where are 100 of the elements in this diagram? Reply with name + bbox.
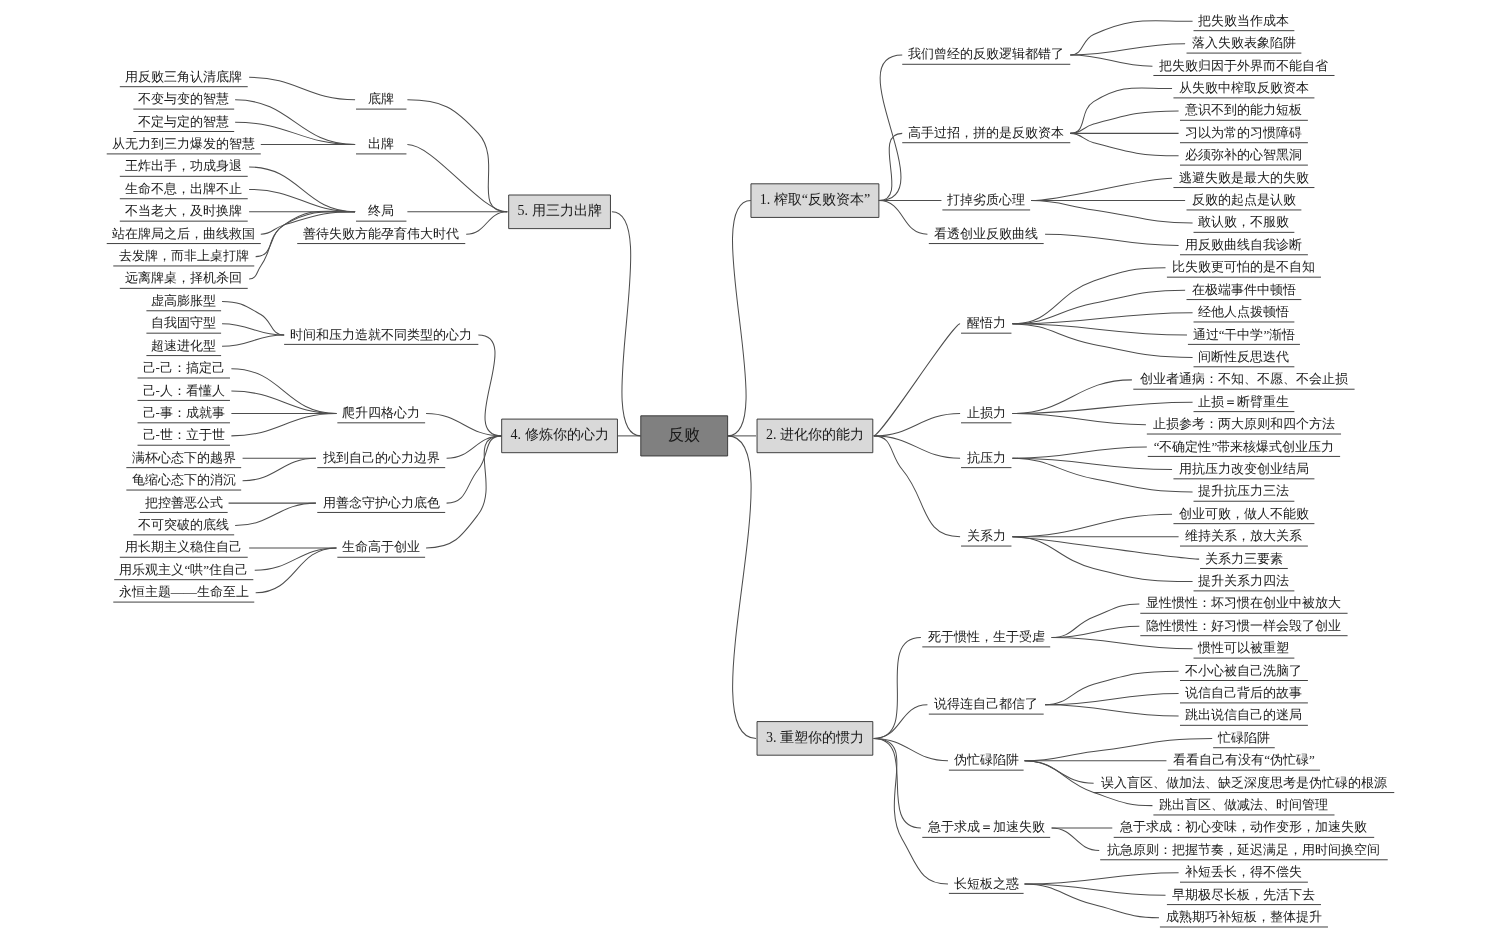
node-text: 惯性可以被重塑	[1197, 640, 1289, 656]
node-text: 敢认败，不服败	[1197, 214, 1289, 230]
connector	[726, 435, 757, 739]
node-text: 满杯心态下的越界	[131, 449, 236, 465]
connector	[230, 412, 337, 437]
node-text: 说信自己背后的故事	[1184, 685, 1302, 701]
node-box: 1. 榨取“反败资本”	[750, 183, 879, 218]
node-box: 3. 重塑你的惯力	[756, 721, 873, 756]
node-text: 站在牌局之后，曲线救国	[111, 225, 255, 241]
connector	[1023, 760, 1153, 807]
node-text: 关系力三要素	[1204, 550, 1283, 566]
node-text: 说得连自己都信了	[933, 696, 1038, 712]
node-text: 时间和压力造就不同类型的心力	[289, 326, 472, 342]
connector	[1011, 412, 1146, 426]
connector	[1069, 132, 1179, 157]
node-text: 己-事：成就事	[142, 404, 225, 420]
node-text: 己-人：看懂人	[142, 382, 225, 398]
connector	[221, 323, 285, 336]
node-text: 通过“干中学”渐悟	[1192, 326, 1295, 342]
node-text: 从失败中榨取反败资本	[1178, 80, 1309, 96]
node-text: 经他人点拨顿悟	[1197, 304, 1289, 320]
node-text: 生命不息，出牌不止	[124, 180, 242, 196]
node-text: 从无力到三力爆发的智慧	[111, 136, 255, 152]
connector	[248, 76, 356, 101]
node-text: 用长期主义稳住自己	[124, 539, 242, 555]
node-text: 意识不到的能力短板	[1184, 102, 1302, 118]
node-text: 跳出盲区、做减法、时间管理	[1158, 797, 1328, 813]
node-text: 去发牌，而非上桌打牌	[118, 248, 249, 264]
connector	[872, 737, 948, 885]
node-text: 把控善恶公式	[144, 494, 223, 510]
node-text: 习以为常的习惯障碍	[1184, 124, 1302, 140]
node-text: 用反败曲线自我诊断	[1184, 236, 1302, 252]
node-text: 不可突破的底线	[137, 516, 229, 532]
node-text: 龟缩心态下的消沉	[131, 472, 236, 488]
node-text: 跳出说信自己的迷局	[1184, 707, 1302, 723]
node-text: 比失败更可怕的是不自知	[1171, 259, 1315, 275]
node-text: 看透创业反败曲线	[933, 225, 1038, 241]
node-text: 找到自己的心力边界	[322, 449, 440, 465]
node-text: 维持关系，放大关系	[1184, 528, 1302, 544]
node-text: 把失败当作成本	[1197, 12, 1289, 28]
connector	[227, 502, 316, 504]
node-text: “不确定性”带来核爆式创业压力	[1153, 438, 1334, 454]
node-text: 抗急原则：把握节奏，延迟满足，用时间换空间	[1106, 841, 1380, 857]
node-text: 醒悟力	[966, 315, 1006, 331]
node-text: 远离牌桌，择机杀回	[124, 270, 242, 286]
connector	[1011, 457, 1193, 493]
node-text: 永恒主题——生命至上	[118, 584, 249, 600]
connector	[872, 323, 961, 437]
node-text: 用抗压力改变创业结局	[1178, 460, 1309, 476]
connector	[1030, 200, 1193, 224]
connector	[234, 99, 356, 146]
node-text: 看看自己有没有“伪忙碌”	[1172, 752, 1315, 768]
node-box: 2. 进化你的能力	[756, 418, 873, 454]
node-text: 我们曾经的反败逻辑都错了	[907, 46, 1064, 62]
node-text: 己-世：立于世	[142, 427, 225, 443]
node-text: 反败的起点是认败	[1191, 192, 1296, 208]
node-text: 止损参考：两大原则和四个方法	[1152, 416, 1335, 432]
connector	[234, 502, 316, 527]
connector	[1044, 704, 1179, 717]
connector	[1011, 323, 1193, 358]
node-text: 逃避失败是最大的失败	[1178, 169, 1309, 185]
node-text: 不小心被自己洗脑了	[1184, 662, 1302, 678]
node-text: 用乐观主义“哄”住自己	[118, 561, 248, 577]
connector	[1023, 883, 1159, 919]
node-text: 止损＝断臂重生	[1197, 393, 1289, 409]
node-text: 高手过招，拼的是反败资本	[907, 124, 1064, 140]
node-text: 创业可败，做人不能败	[1178, 505, 1309, 521]
node-box: 5. 用三力出牌	[507, 194, 611, 230]
node-box: 反败	[639, 415, 728, 457]
connector	[248, 210, 356, 280]
node-text: 自我固守型	[150, 315, 216, 331]
node-text: 生命高于创业	[341, 539, 420, 555]
node-text: 终局	[367, 203, 394, 219]
node-text: 不变与变的智慧	[137, 91, 229, 107]
connector	[610, 211, 641, 437]
node-text: 爬升四格心力	[341, 404, 420, 420]
node-text: 不当老大，及时换牌	[124, 203, 242, 219]
node-text: 提升抗压力三法	[1197, 483, 1289, 499]
node-text: 提升关系力四法	[1197, 572, 1289, 588]
connector	[877, 200, 928, 235]
node-text: 打掉劣质心理	[946, 192, 1025, 208]
node-text: 补短丢长，得不偿失	[1184, 864, 1302, 880]
connector	[1011, 536, 1193, 583]
node-text: 成熟期巧补短板，整体提升	[1165, 909, 1322, 925]
node-text: 止损力	[966, 404, 1006, 420]
node-text: 虚高膨胀型	[150, 292, 216, 308]
node-text: 早期极尽长板，先活下去	[1171, 886, 1315, 902]
connector	[1050, 637, 1193, 650]
node-text: 落入失败表象陷阱	[1191, 35, 1296, 51]
node-text: 急于求成：初心变味，动作变形，加速失败	[1119, 819, 1367, 835]
connector	[241, 457, 316, 482]
node-text: 超速进化型	[150, 337, 216, 353]
node-text: 误入盲区、做加法、缺乏深度思考是伪忙碌的根源	[1100, 774, 1387, 790]
connector	[1069, 54, 1153, 67]
node-text: 必须弥补的心智黑洞	[1184, 147, 1302, 163]
node-box: 4. 修炼你的心力	[500, 418, 618, 454]
connector	[254, 547, 337, 594]
connector	[425, 435, 502, 549]
connector	[877, 54, 903, 202]
connector	[221, 300, 285, 336]
